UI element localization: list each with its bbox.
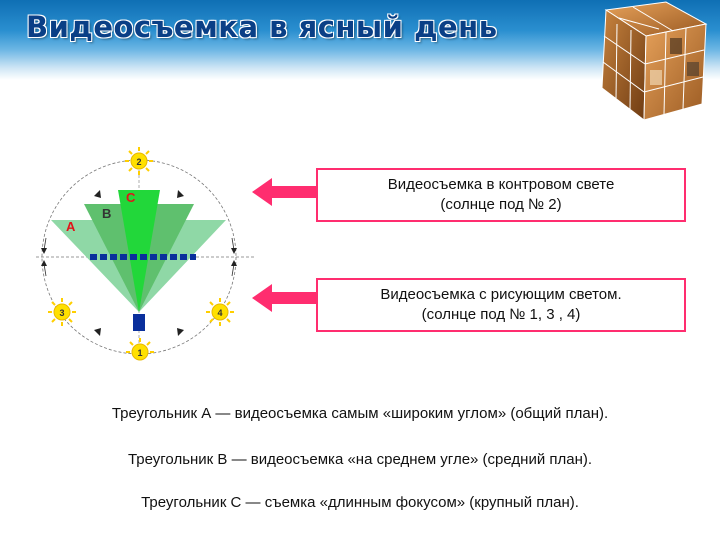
arrow-head-icon — [94, 328, 101, 336]
sun-icon-3 — [48, 298, 76, 326]
caption-triangle-b: Треугольник В — видеосъемка «на среднем … — [127, 451, 593, 468]
sun-label-1: 1 — [137, 348, 142, 358]
sun-label-4: 4 — [217, 308, 222, 318]
callout-modeling-line2: (солнце под № 1, 3 , 4) — [421, 306, 581, 323]
arrow-left-icon-1 — [252, 178, 316, 206]
caption-triangle-c: Треугольник С — съемка «длинным фокусом»… — [141, 494, 579, 511]
photo-cube-logo — [601, 1, 708, 121]
camera-icon — [133, 314, 145, 331]
arrow-head-icon — [177, 328, 184, 336]
callout-modeling-line1: Видеосъемка с рисующим светом. — [380, 286, 622, 303]
slide-title: Видеосъемка в ясный день — [26, 10, 498, 44]
callout-backlight-line1: Видеосъемка в контровом свете — [387, 176, 615, 193]
callout-modeling-light: Видеосъемка с рисующим светом. (солнце п… — [316, 278, 686, 332]
triangle-label-b: B — [102, 206, 111, 221]
arrow-head-icon — [231, 248, 237, 254]
triangle-c — [118, 190, 160, 312]
arrow-head-icon — [41, 248, 47, 254]
arrow-head-icon — [177, 190, 184, 198]
arrow-left-icon-2 — [252, 284, 316, 312]
sun-icon-1 — [126, 338, 154, 361]
sun-label-2: 2 — [136, 157, 141, 167]
sun-icon-2 — [125, 147, 153, 175]
sun-icon-4 — [206, 298, 234, 326]
sun-label-3: 3 — [59, 308, 64, 318]
callout-backlight-line2: (солнце под № 2) — [440, 196, 562, 213]
arrow-head-icon — [41, 260, 47, 266]
triangle-label-a: A — [66, 219, 76, 234]
arrow-head-icon — [231, 260, 237, 266]
caption-triangle-a: Треугольник А — видеосъемка самым «широк… — [111, 405, 609, 422]
callout-backlight: Видеосъемка в контровом свете (солнце по… — [316, 168, 686, 222]
triangle-label-c: C — [126, 190, 136, 205]
header-band — [0, 0, 720, 80]
sunlight-diagram: 2 3 4 1 A B C — [36, 147, 256, 361]
arrow-head-icon — [94, 190, 101, 198]
